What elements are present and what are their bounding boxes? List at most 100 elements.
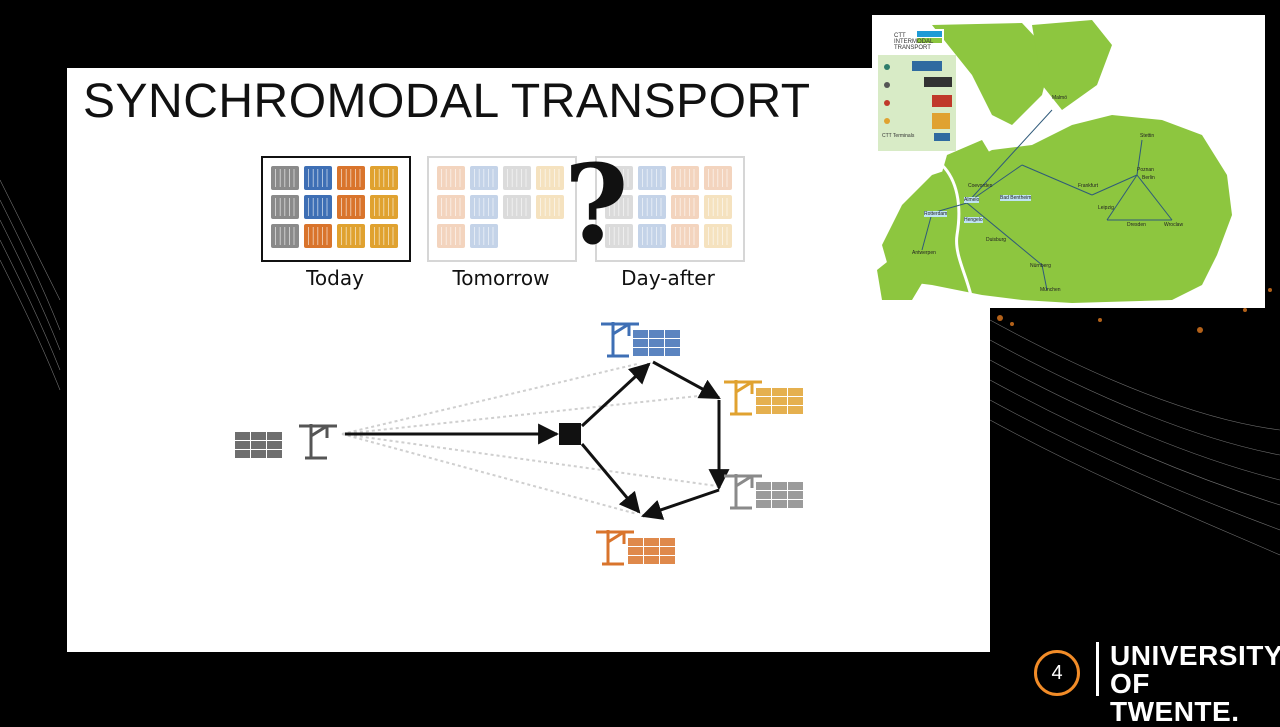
stacked-container-icon xyxy=(772,406,787,414)
container-icon xyxy=(536,195,564,219)
stacked-container-icon xyxy=(756,500,771,508)
container-icon xyxy=(503,195,531,219)
stacked-container-icon xyxy=(772,388,787,396)
caption-tomorrow: Tomorrow xyxy=(452,266,550,290)
stacked-container-icon xyxy=(251,432,266,440)
crane-icon xyxy=(612,322,630,336)
arrow-hub-to-orange xyxy=(580,443,641,514)
europe-network-map: CTT INTERMODAL TRANSPORT CTT Terminals M… xyxy=(872,15,1265,308)
university-logo-line2: OF TWENTE. xyxy=(1110,668,1240,727)
stacked-container-icon xyxy=(649,339,664,347)
stacked-container-icon xyxy=(633,330,648,338)
container-icon xyxy=(671,224,699,248)
container-icon xyxy=(638,224,666,248)
crane-icon xyxy=(607,530,625,544)
stacked-container-icon xyxy=(772,500,787,508)
hub-node xyxy=(559,423,581,445)
transport-network-diagram xyxy=(235,322,803,566)
stacked-container-icon xyxy=(644,538,659,546)
container-icon xyxy=(470,224,498,248)
blue-terminal-icon xyxy=(601,322,680,358)
container-icon xyxy=(671,166,699,190)
map-city-label: Frankfurt xyxy=(1078,183,1099,189)
university-logo-line1: UNIVERSITY xyxy=(1110,640,1280,671)
map-city-label: Malmö xyxy=(1052,95,1068,101)
container-icon xyxy=(638,195,666,219)
stacked-container-icon xyxy=(756,482,771,490)
stacked-container-icon xyxy=(788,388,803,396)
stacked-container-icon xyxy=(235,441,250,449)
gold-terminal-icon xyxy=(724,380,803,416)
arrow-hub-to-blue xyxy=(580,362,651,428)
container-icon xyxy=(503,166,531,190)
slide-title: SYNCHROMODAL TRANSPORT xyxy=(83,75,811,128)
stacked-container-icon xyxy=(649,330,664,338)
stacked-container-icon xyxy=(788,491,803,499)
container-icon xyxy=(638,166,666,190)
stacked-container-icon xyxy=(235,432,250,440)
stacked-container-icon xyxy=(633,348,648,356)
map-city-label: Almelo xyxy=(964,197,980,203)
stacked-container-icon xyxy=(665,348,680,356)
container-icon xyxy=(437,195,465,219)
map-city-label: Duisburg xyxy=(986,237,1007,243)
map-city-label: Dresden xyxy=(1127,222,1146,228)
map-city-label: Antwerpen xyxy=(912,250,936,256)
stacked-container-icon xyxy=(251,450,266,458)
gray-terminal-icon xyxy=(724,474,803,510)
container-icon xyxy=(605,195,633,219)
crane-icon xyxy=(735,380,753,394)
university-logo: UNIVERSITY OF TWENTE. xyxy=(1110,642,1280,726)
container-icon xyxy=(437,166,465,190)
caption-today: Today xyxy=(306,266,364,290)
map-city-label: Bad Bentheim xyxy=(1000,195,1032,201)
stacked-container-icon xyxy=(756,397,771,405)
map-city-label: Rotterdam xyxy=(924,211,948,217)
arrow-gray-to-orange xyxy=(641,488,720,520)
container-icon xyxy=(470,195,498,219)
stacked-container-icon xyxy=(644,556,659,564)
stacked-container-icon xyxy=(772,482,787,490)
stacked-container-icon xyxy=(649,348,664,356)
dayafter-containers-icon xyxy=(605,166,732,248)
arrow-blue-to-gold xyxy=(652,360,721,400)
tomorrow-container-box xyxy=(427,156,577,262)
stacked-container-icon xyxy=(788,482,803,490)
stacked-container-icon xyxy=(772,491,787,499)
stacked-container-icon xyxy=(267,432,282,440)
stacked-container-icon xyxy=(628,556,643,564)
today-container-box xyxy=(261,156,411,262)
dayafter-container-box xyxy=(595,156,745,262)
container-icon xyxy=(671,195,699,219)
map-city-label: Berlin xyxy=(1142,175,1155,181)
crane-icon xyxy=(735,474,753,488)
container-icon xyxy=(437,224,465,248)
stacked-container-icon xyxy=(267,441,282,449)
stacked-container-icon xyxy=(644,547,659,555)
stacked-container-icon xyxy=(788,406,803,414)
stacked-container-icon xyxy=(628,538,643,546)
stacked-container-icon xyxy=(660,556,675,564)
stacked-container-icon xyxy=(756,491,771,499)
today-containers-icon xyxy=(271,166,398,248)
map-legend-label: CTT Terminals xyxy=(882,133,915,139)
stacked-container-icon xyxy=(633,339,648,347)
stacked-container-icon xyxy=(756,388,771,396)
map-logo: CTT INTERMODAL TRANSPORT xyxy=(894,33,934,51)
stacked-container-icon xyxy=(628,547,643,555)
container-icon xyxy=(605,224,633,248)
container-icon xyxy=(704,195,732,219)
map-city-label: München xyxy=(1040,287,1061,293)
stacked-container-icon xyxy=(788,500,803,508)
slide-number-badge: 4 xyxy=(1034,650,1080,696)
map-city-label: Hengelo xyxy=(964,217,983,223)
tomorrow-containers-icon xyxy=(437,166,564,248)
container-icon xyxy=(470,166,498,190)
slide-canvas: SYNCHROMODAL TRANSPORT ? Today Tomorrow … xyxy=(67,68,990,652)
stacked-container-icon xyxy=(267,450,282,458)
question-mark: ? xyxy=(564,140,629,269)
map-graphic xyxy=(872,15,1265,308)
container-icon xyxy=(704,166,732,190)
stacked-container-icon xyxy=(660,547,675,555)
